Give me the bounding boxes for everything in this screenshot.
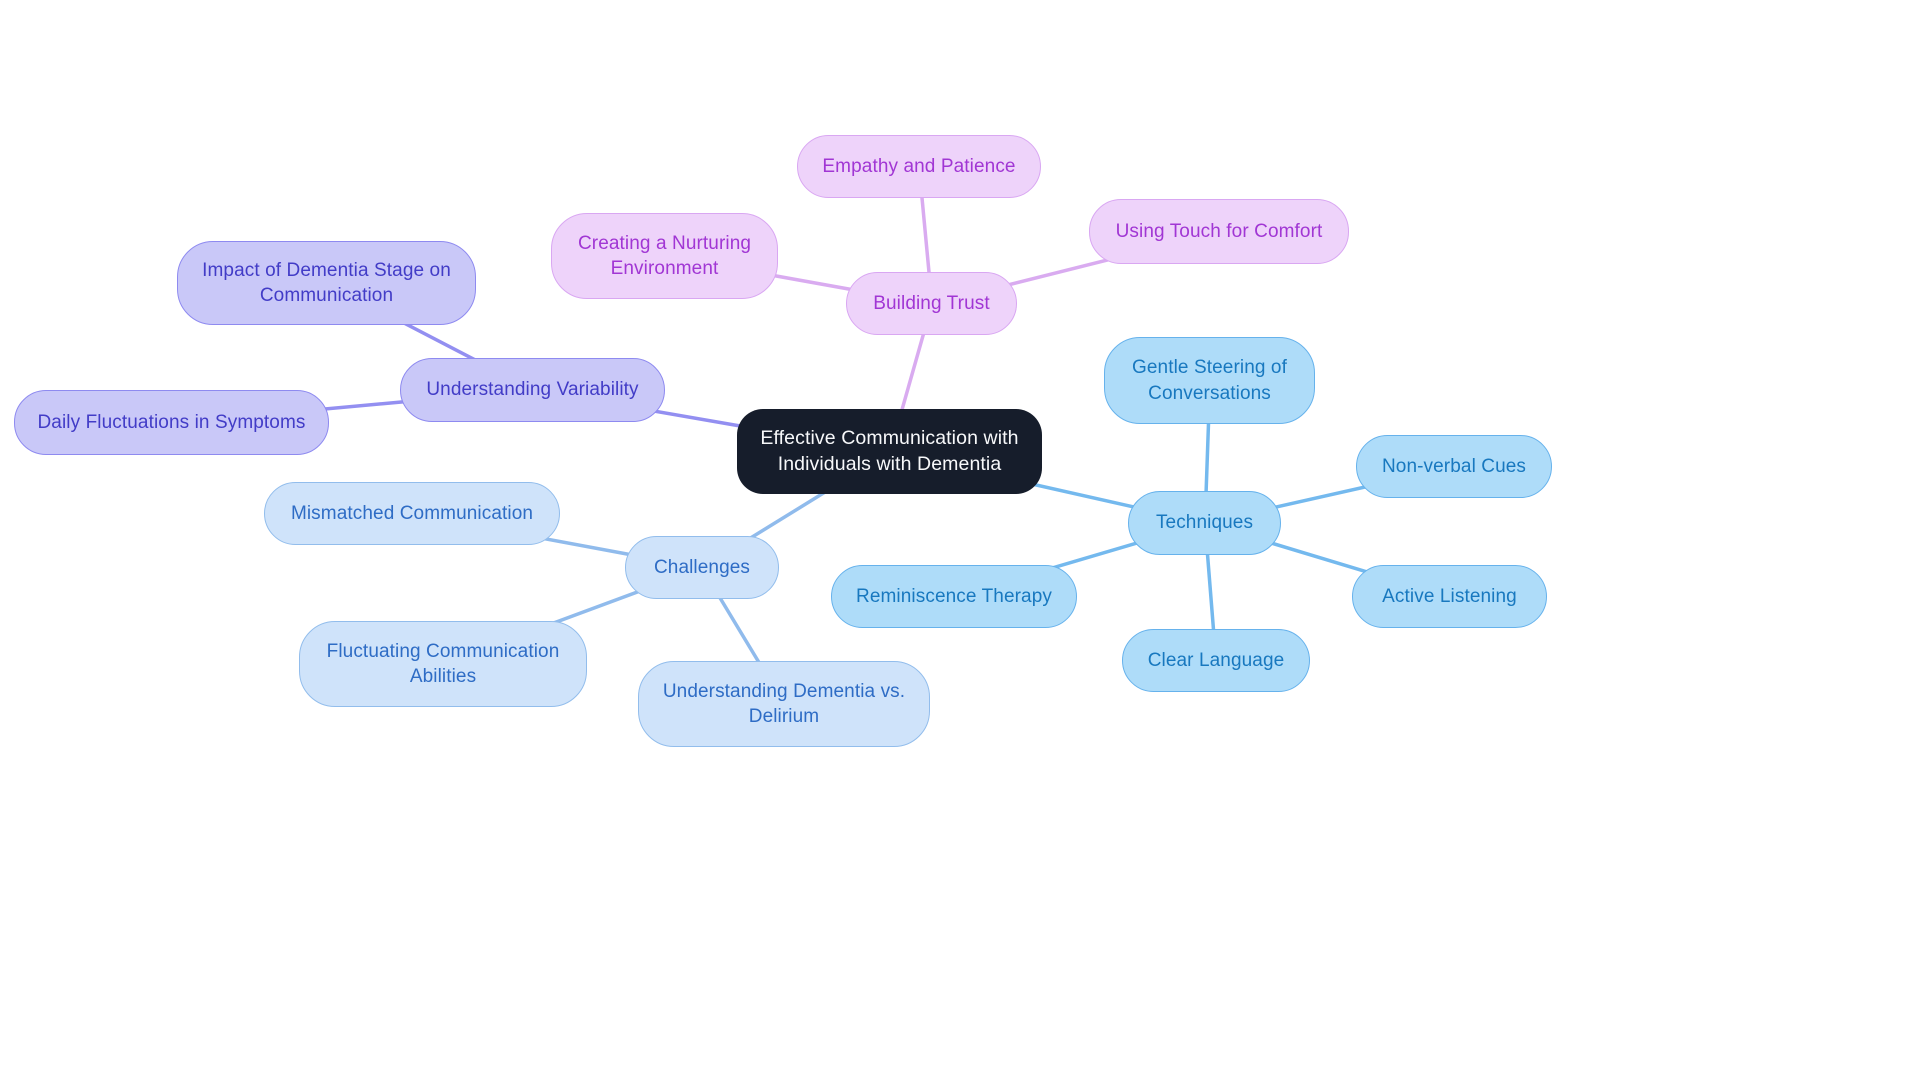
node-non-verbal-cues[interactable]: Non-verbal Cues (1356, 435, 1552, 498)
node-empathy-and-patience[interactable]: Empathy and Patience (797, 135, 1041, 198)
node-label: Understanding Variability (426, 379, 639, 401)
node-label: Empathy and Patience (822, 155, 1016, 177)
node-label: Challenges (653, 556, 751, 578)
node-label: Reminiscence Therapy (856, 585, 1052, 607)
node-gentle-steering[interactable]: Gentle Steering of Conversations (1104, 337, 1315, 424)
node-reminiscence-therapy[interactable]: Reminiscence Therapy (831, 565, 1077, 628)
node-label: Daily Fluctuations in Symptoms (37, 411, 306, 433)
node-clear-language[interactable]: Clear Language (1122, 629, 1310, 692)
node-label: Mismatched Communication (290, 502, 534, 524)
node-label: Using Touch for Comfort (1115, 220, 1323, 242)
node-daily-fluctuations[interactable]: Daily Fluctuations in Symptoms (14, 390, 329, 455)
node-label: Fluctuating Communication Abilities (326, 640, 560, 687)
node-label: Building Trust (873, 292, 990, 314)
node-label: Understanding Dementia vs. Delirium (662, 680, 906, 727)
node-techniques[interactable]: Techniques (1128, 491, 1281, 555)
node-understanding-variability[interactable]: Understanding Variability (400, 358, 665, 422)
node-dementia-vs-delirium[interactable]: Understanding Dementia vs. Delirium (638, 661, 930, 747)
node-creating-a-nurturing-environment[interactable]: Creating a Nurturing Environment (551, 213, 778, 299)
node-active-listening[interactable]: Active Listening (1352, 565, 1547, 628)
node-label: Active Listening (1382, 585, 1517, 607)
node-label: Clear Language (1147, 649, 1285, 671)
node-challenges[interactable]: Challenges (625, 536, 779, 599)
node-mismatched-communication[interactable]: Mismatched Communication (264, 482, 560, 545)
node-label: Effective Communication with Individuals… (760, 426, 1019, 475)
node-using-touch-for-comfort[interactable]: Using Touch for Comfort (1089, 199, 1349, 264)
node-central-topic[interactable]: Effective Communication with Individuals… (737, 409, 1042, 494)
node-label: Techniques (1155, 512, 1254, 534)
node-building-trust[interactable]: Building Trust (846, 272, 1017, 335)
node-fluctuating-abilities[interactable]: Fluctuating Communication Abilities (299, 621, 587, 707)
node-label: Non-verbal Cues (1381, 455, 1527, 477)
node-impact-of-dementia-stage[interactable]: Impact of Dementia Stage on Communicatio… (177, 241, 476, 325)
node-label: Impact of Dementia Stage on Communicatio… (202, 259, 451, 306)
node-label: Gentle Steering of Conversations (1132, 357, 1287, 404)
node-label: Creating a Nurturing Environment (577, 232, 752, 279)
